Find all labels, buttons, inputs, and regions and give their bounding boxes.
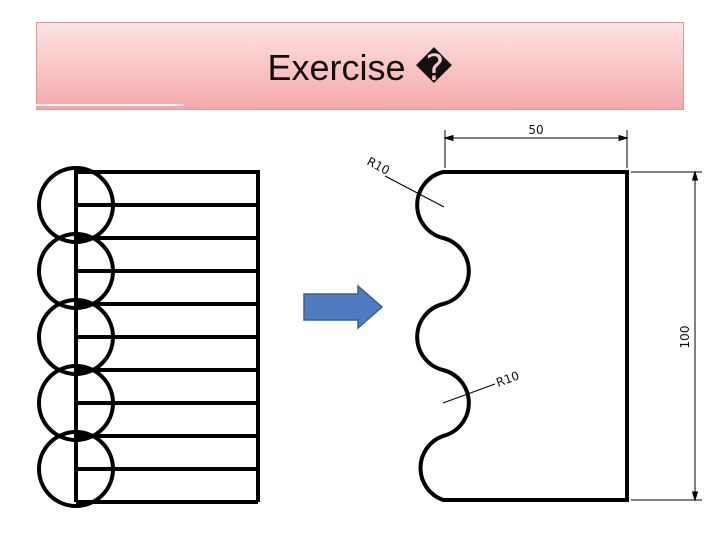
- radius-label-top: R10: [365, 154, 392, 177]
- construction-figure: [37, 166, 260, 508]
- banner-underline: [36, 104, 184, 106]
- dimension-width-label: 50: [528, 123, 543, 137]
- arrow-right-icon: [303, 284, 384, 330]
- slide-title: Exercise �: [267, 47, 453, 88]
- radius-leader-bottom: [442, 383, 496, 404]
- dimension-width: [443, 130, 629, 168]
- final-profile: [415, 170, 629, 502]
- dimension-height-label: 100: [678, 326, 692, 349]
- dimension-height: [631, 170, 702, 502]
- title-banner: [36, 22, 684, 110]
- radius-label-bottom: R10: [494, 369, 521, 390]
- radius-leader-top: [384, 175, 445, 208]
